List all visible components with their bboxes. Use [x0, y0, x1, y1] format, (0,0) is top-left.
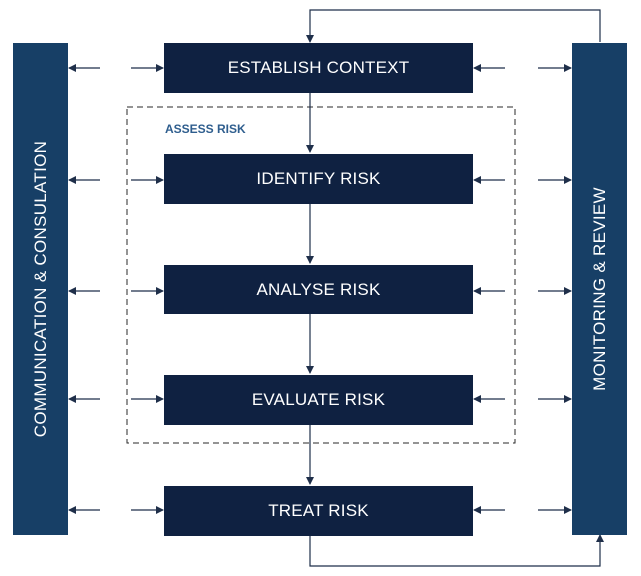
communication-consultation-panel: COMMUNICATION & CONSULATION	[13, 43, 68, 535]
right-arrows	[473, 64, 572, 514]
step-treat-risk: TREAT RISK	[164, 486, 473, 536]
step-evaluate-risk: EVALUATE RISK	[164, 375, 473, 425]
loop-arrow-top	[306, 9, 601, 43]
loop-arrow-bottom	[309, 534, 604, 567]
communication-consultation-label: COMMUNICATION & CONSULATION	[30, 140, 50, 438]
step-identify-risk: IDENTIFY RISK	[164, 154, 473, 204]
step-analyse-risk: ANALYSE RISK	[164, 265, 473, 314]
assess-risk-label: ASSESS RISK	[165, 122, 246, 136]
monitoring-review-panel: MONITORING & REVIEW	[572, 43, 627, 535]
assess-risk-group	[126, 106, 516, 444]
monitoring-review-label: MONITORING & REVIEW	[589, 187, 609, 391]
left-arrows	[68, 64, 164, 514]
step-establish-context: ESTABLISH CONTEXT	[164, 43, 473, 93]
